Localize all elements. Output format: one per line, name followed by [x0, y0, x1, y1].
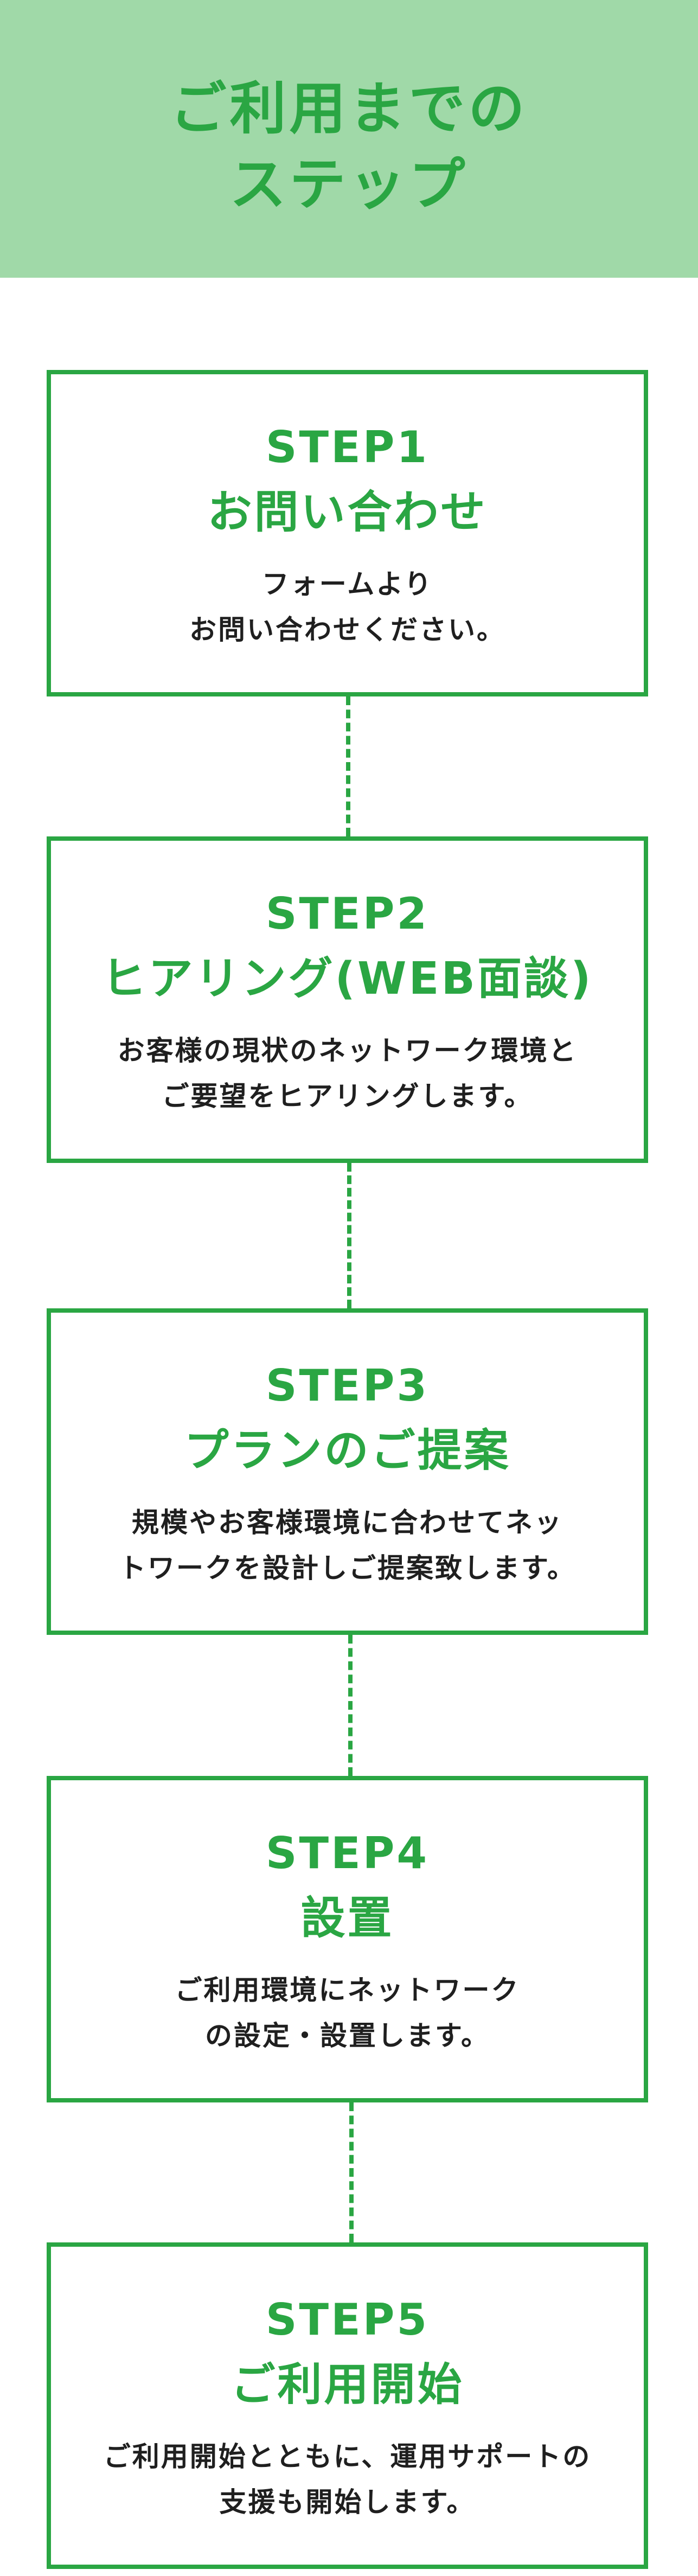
step-description-line-1: フォームより: [261, 568, 433, 600]
step-card-2: STEP2 ヒアリング(WEB面談) お客様の現状のネットワーク環境と ご要望を…: [47, 836, 648, 1163]
step-connector-1-2: [346, 696, 350, 836]
step-description: ご利用開始とともに、運用サポートの 支援も開始します。: [51, 2434, 644, 2525]
step-number: STEP1: [265, 422, 430, 472]
step-connector-3-4: [348, 1635, 353, 1776]
step-description-line-1: ご利用開始とともに、運用サポートの: [103, 2441, 592, 2472]
step-title: お問い合わせ: [207, 487, 488, 538]
step-description-line-1: お客様の現状のネットワーク環境と: [117, 1035, 578, 1066]
step-description: お客様の現状のネットワーク環境と ご要望をヒアリングします。: [51, 1028, 644, 1119]
step-description-line-2: トワークを設計しご提案致します。: [119, 1552, 576, 1584]
header-banner: ご利用までの ステップ: [0, 0, 698, 278]
page-title: ご利用までの ステップ: [0, 71, 698, 222]
step-card-3: STEP3 プランのご提案 規模やお客様環境に合わせてネッ トワークを設計しご提…: [47, 1308, 648, 1635]
step-description-line-2: の設定・設置します。: [205, 2020, 490, 2051]
step-description: 規模やお客様環境に合わせてネッ トワークを設計しご提案致します。: [51, 1500, 644, 1591]
step-card-1: STEP1 お問い合わせ フォームより お問い合わせください。: [47, 370, 648, 696]
step-description-line-2: ご要望をヒアリングします。: [162, 1081, 533, 1112]
step-title: プランのご提案: [184, 1425, 511, 1476]
step-number: STEP4: [265, 1828, 430, 1878]
page-title-line-2: ステップ: [229, 151, 469, 218]
step-title: 設置: [300, 1893, 394, 1944]
step-description-line-1: ご利用環境にネットワーク: [175, 1974, 520, 2006]
step-connector-4-5: [349, 2102, 354, 2242]
step-number: STEP2: [265, 889, 430, 939]
step-number: STEP5: [265, 2294, 430, 2345]
step-description-line-2: お問い合わせください。: [189, 614, 505, 645]
step-description: フォームより お問い合わせください。: [51, 561, 644, 653]
step-title: ご利用開始: [230, 2359, 464, 2411]
step-number: STEP3: [265, 1360, 430, 1411]
step-card-5: STEP5 ご利用開始 ご利用開始とともに、運用サポートの 支援も開始します。: [47, 2242, 648, 2569]
step-title: ヒアリング(WEB面談): [101, 953, 593, 1005]
step-connector-2-3: [347, 1163, 351, 1308]
page-title-line-1: ご利用までの: [170, 75, 528, 142]
step-description-line-1: 規模やお客様環境に合わせてネッ: [132, 1507, 563, 1538]
step-card-4: STEP4 設置 ご利用環境にネットワーク の設定・設置します。: [47, 1776, 648, 2102]
step-description-line-2: 支援も開始します。: [219, 2486, 476, 2518]
step-description: ご利用環境にネットワーク の設定・設置します。: [51, 1967, 644, 2059]
